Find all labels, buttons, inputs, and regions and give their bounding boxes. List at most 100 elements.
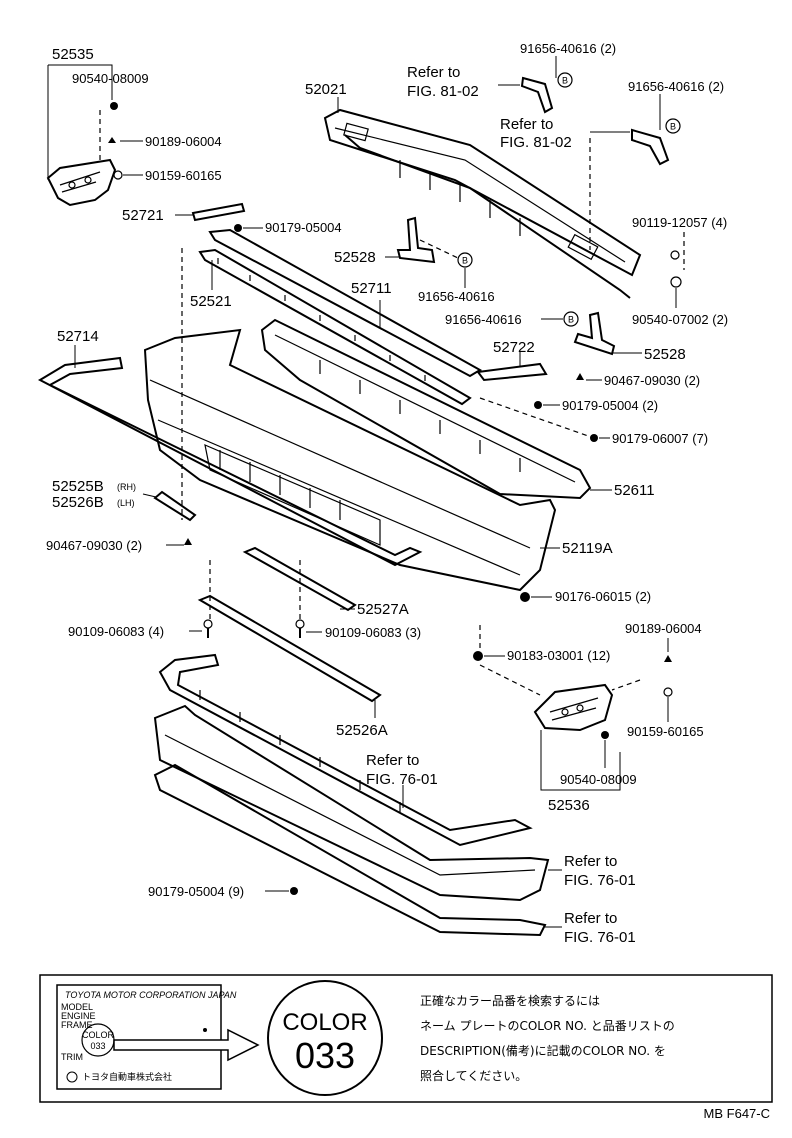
svg-text:COLOR: COLOR <box>282 1009 367 1036</box>
label-52021: 52021 <box>305 81 347 98</box>
bolt-90109-06083-3-icon <box>295 619 305 638</box>
label-52526b-side: (LH) <box>117 498 135 508</box>
bolt-90109-06083-4-icon <box>203 619 213 638</box>
label-90540-07002: 90540-07002 (2) <box>632 312 728 327</box>
label-52721: 52721 <box>122 207 164 224</box>
retainer-52527a-drawing <box>242 546 357 612</box>
label-52714: 52714 <box>57 328 99 345</box>
label-90109-06083-3: 90109-06083 (3) <box>325 625 421 640</box>
label-90179-05004-2: 90179-05004 (2) <box>562 398 658 413</box>
retainer-52711-drawing <box>208 228 482 378</box>
clip-90540-08009-b-icon <box>601 731 609 739</box>
label-90119-12057: 90119-12057 (4) <box>632 215 727 230</box>
svg-text:B: B <box>462 256 468 266</box>
clip-90540-08009-icon <box>110 102 118 110</box>
svg-text:033: 033 <box>90 1041 105 1051</box>
bracket-upper-right-b <box>631 128 670 166</box>
label-90467-09030-2b: 90467-09030 (2) <box>46 538 142 553</box>
bolt-90119-12057-icon <box>670 250 680 260</box>
label-91656-40616: 91656-40616 <box>418 289 495 304</box>
label-90179-06007: 90179-06007 (7) <box>612 431 708 446</box>
label-refer-a-1: Refer to <box>407 64 460 81</box>
screw-90189-06004-icon <box>108 137 116 143</box>
label-52535: 52535 <box>52 46 94 63</box>
piece-52525b-drawing <box>153 490 197 522</box>
svg-text:MODEL: MODEL <box>61 1002 93 1012</box>
lower-support-drawing <box>158 653 533 847</box>
nut-90540-07002-icon <box>670 276 682 288</box>
label-52525b: 52525B <box>52 478 104 495</box>
reinforcement-52021-drawing <box>323 108 642 299</box>
b-marker-2: B <box>665 118 681 134</box>
screw-90467-09030-b-icon <box>184 538 192 545</box>
label-90159-60165-a: 90159-60165 <box>145 168 222 183</box>
bolt-90159-60165-b-icon <box>663 687 673 697</box>
lower-spoiler-drawing <box>153 763 547 937</box>
label-refer-a-2: FIG. 81-02 <box>407 83 479 100</box>
label-90540-08009-a: 90540-08009 <box>72 71 149 86</box>
label-91656-40616-2a: 91656-40616 (2) <box>520 41 616 56</box>
bumper-cover-52119a-drawing <box>143 328 557 592</box>
bracket-52536-drawing <box>533 683 614 732</box>
label-52528-a: 52528 <box>334 249 376 266</box>
screw-90189-06004-b-icon <box>664 655 672 662</box>
bracket-52528-upper-drawing <box>396 216 436 264</box>
b-marker-3: B <box>457 252 473 268</box>
svg-text:B: B <box>562 76 568 86</box>
label-refer-d-2: FIG. 76-01 <box>564 872 636 889</box>
note-line-3: DESCRIPTION(備考)に記載のCOLOR NO. を <box>420 1043 666 1058</box>
nut-90176-06015-icon <box>520 592 530 602</box>
label-52119a: 52119A <box>562 540 613 557</box>
bracket-upper-right-a <box>520 76 554 114</box>
absorber-52611-drawing <box>260 318 592 500</box>
label-52526b: 52526B <box>52 494 104 511</box>
molding-52714-drawing <box>37 356 423 567</box>
label-52526a: 52526A <box>336 722 388 739</box>
bracket-52528-lower-drawing <box>573 311 616 356</box>
note-line-2: ネーム プレートのCOLOR NO. と品番リストの <box>420 1019 675 1033</box>
label-91656-40616-2b: 91656-40616 (2) <box>628 79 724 94</box>
b-marker-4: B <box>563 311 579 327</box>
clip-90179-05004-2-icon <box>534 401 542 409</box>
label-refer-d-1: Refer to <box>564 853 617 870</box>
label-refer-e-2: FIG. 76-01 <box>564 929 636 946</box>
lower-lip-drawing <box>153 704 550 902</box>
svg-text:ENGINE: ENGINE <box>61 1011 96 1021</box>
label-90109-06083-4: 90109-06083 (4) <box>68 624 164 639</box>
label-52722: 52722 <box>493 339 535 356</box>
seal-52722-drawing <box>476 362 548 382</box>
screw-90467-09030-icon <box>576 373 584 380</box>
label-refer-b-1: Refer to <box>500 116 553 133</box>
retainer-52521-drawing <box>198 248 472 406</box>
label-refer-b-2: FIG. 81-02 <box>500 134 572 151</box>
b-marker-1: B <box>557 72 573 88</box>
svg-text:B: B <box>568 315 574 325</box>
retainer-52526a-drawing <box>197 594 382 703</box>
label-52536: 52536 <box>548 797 590 814</box>
note-line-1: 正確なカラー品番を検索するには <box>420 993 600 1008</box>
label-52528-b: 52528 <box>644 346 686 363</box>
label-refer-c-2: FIG. 76-01 <box>366 771 438 788</box>
label-refer-e-1: Refer to <box>564 910 617 927</box>
clip-90183-03001-icon <box>473 651 483 661</box>
label-52711: 52711 <box>351 280 392 297</box>
footer-code: MB F647-C <box>704 1106 770 1121</box>
label-90189-06004-b: 90189-06004 <box>625 621 702 636</box>
label-90159-60165-b: 90159-60165 <box>627 724 704 739</box>
bolt-90159-60165-icon <box>113 170 123 180</box>
svg-text:B: B <box>670 122 676 132</box>
label-90540-08009-b: 90540-08009 <box>560 772 637 787</box>
label-90467-09030-2a: 90467-09030 (2) <box>604 373 700 388</box>
svg-text:COLOR: COLOR <box>82 1030 115 1040</box>
label-90179-05004-a: 90179-05004 <box>265 220 342 235</box>
svg-text:033: 033 <box>295 1035 355 1076</box>
color-legend-box <box>39 974 773 1103</box>
note-line-4: 照合してください。 <box>420 1068 527 1083</box>
svg-text:トヨタ自動車株式会社: トヨタ自動車株式会社 <box>82 1071 172 1082</box>
arrow-icon <box>113 1028 260 1062</box>
color-code-circle: COLOR 033 <box>267 980 383 1096</box>
label-52525b-side: (RH) <box>117 482 136 492</box>
bracket-52535-drawing <box>46 158 117 207</box>
